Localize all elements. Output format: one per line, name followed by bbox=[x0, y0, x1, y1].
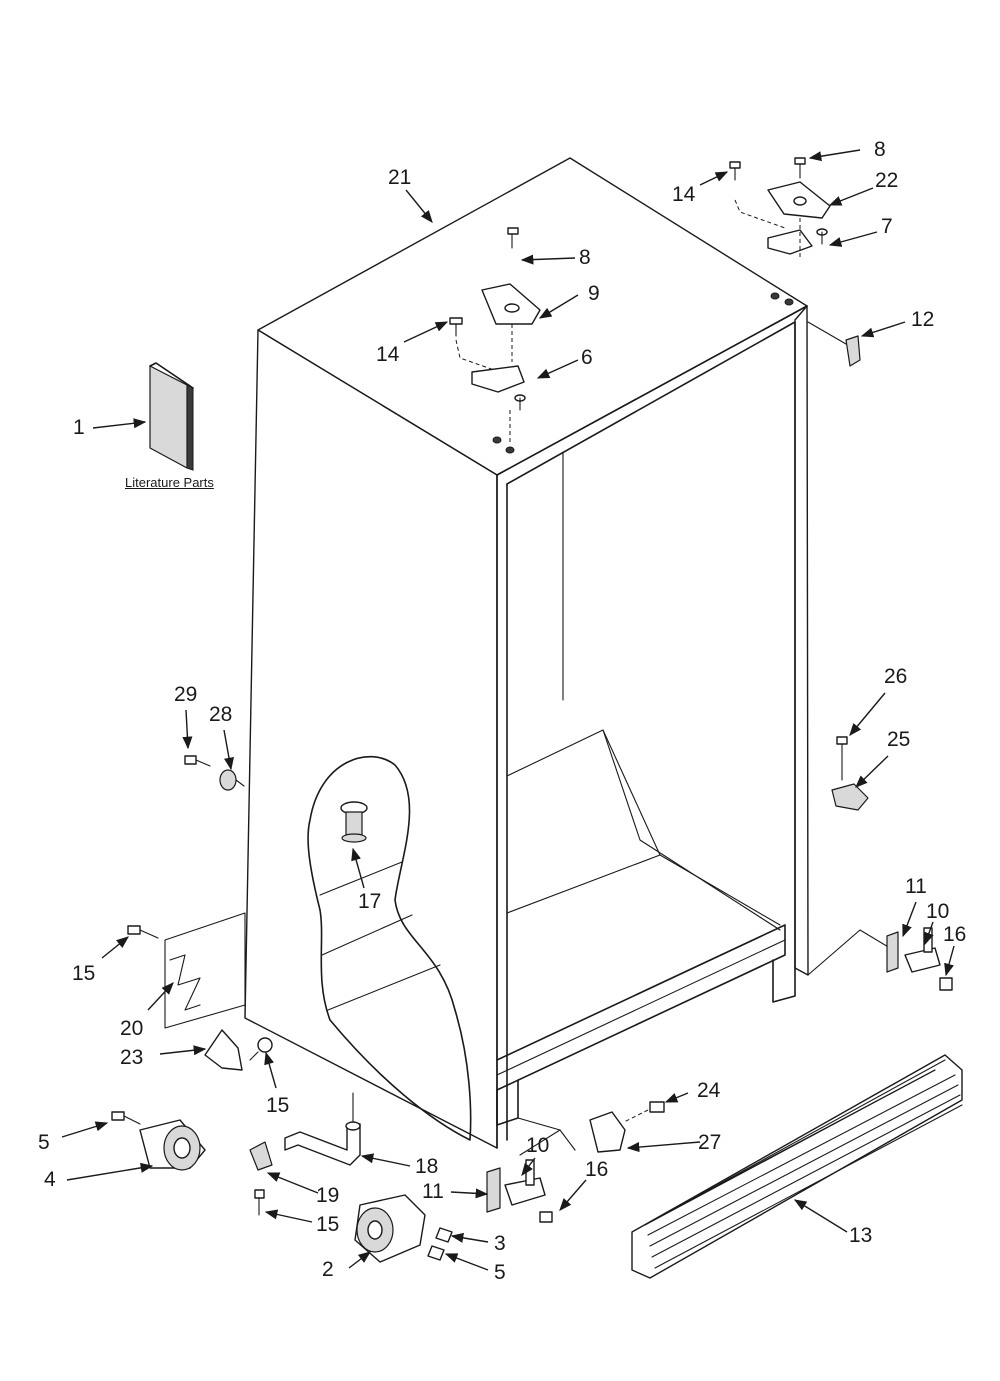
callout-29: 29 bbox=[174, 683, 198, 706]
callout-13: 13 bbox=[849, 1224, 873, 1247]
callout-20: 20 bbox=[120, 1017, 144, 1040]
callout-8-right: 8 bbox=[874, 138, 886, 161]
callout-15-tube: 15 bbox=[316, 1213, 340, 1236]
water-tube bbox=[249, 1092, 361, 1216]
callout-16-right: 16 bbox=[943, 923, 967, 946]
callout-17: 17 bbox=[358, 890, 382, 913]
callout-4: 4 bbox=[44, 1168, 56, 1191]
callout-8-center: 8 bbox=[579, 246, 591, 269]
bottom-bracket-left bbox=[204, 1029, 273, 1071]
roller-assembly-front bbox=[354, 1194, 453, 1263]
callout-15-bracket: 15 bbox=[266, 1094, 290, 1117]
top-hinge-right bbox=[729, 157, 831, 306]
leader-lines bbox=[61, 149, 955, 1271]
callout-14-center: 14 bbox=[376, 343, 400, 366]
callout-24: 24 bbox=[697, 1079, 721, 1102]
callout-11-right: 11 bbox=[905, 875, 927, 898]
callout-10-right: 10 bbox=[926, 900, 950, 923]
callout-27: 27 bbox=[698, 1131, 722, 1154]
callout-15-rear: 15 bbox=[72, 962, 96, 985]
callout-26: 26 bbox=[884, 665, 908, 688]
callout-25: 25 bbox=[887, 728, 911, 751]
callout-19: 19 bbox=[316, 1184, 340, 1207]
callout-11-front: 11 bbox=[422, 1180, 444, 1203]
callout-5-left: 5 bbox=[38, 1131, 50, 1154]
callout-28: 28 bbox=[209, 703, 233, 726]
callout-10-front: 10 bbox=[526, 1134, 550, 1157]
literature-parts-label: Literature Parts bbox=[125, 475, 214, 490]
screw-and-cap bbox=[184, 755, 245, 791]
callout-1: 1 bbox=[73, 416, 85, 439]
callout-12: 12 bbox=[911, 308, 935, 331]
bottom-hinge-front bbox=[486, 1159, 553, 1223]
callout-23: 23 bbox=[120, 1046, 144, 1069]
callout-22: 22 bbox=[875, 169, 899, 192]
callout-2: 2 bbox=[322, 1258, 334, 1281]
leveling-bracket bbox=[831, 736, 869, 811]
literature-booklet bbox=[149, 362, 194, 471]
callout-21: 21 bbox=[388, 166, 412, 189]
callout-6: 6 bbox=[581, 346, 593, 369]
top-hinge-left bbox=[449, 227, 541, 454]
rear-bracket bbox=[127, 925, 201, 1011]
roller-assembly-left bbox=[111, 1111, 206, 1171]
base-grille bbox=[631, 1054, 963, 1279]
drain-fitting bbox=[340, 801, 368, 843]
clip-part bbox=[807, 321, 861, 367]
callout-16-front: 16 bbox=[585, 1158, 609, 1181]
callout-7: 7 bbox=[881, 215, 893, 238]
callout-5-front: 5 bbox=[494, 1261, 506, 1284]
bracket-27 bbox=[589, 1101, 665, 1153]
callout-18: 18 bbox=[415, 1155, 439, 1178]
callout-3: 3 bbox=[494, 1232, 506, 1255]
callout-14-right: 14 bbox=[672, 183, 696, 206]
callout-9: 9 bbox=[588, 282, 600, 305]
